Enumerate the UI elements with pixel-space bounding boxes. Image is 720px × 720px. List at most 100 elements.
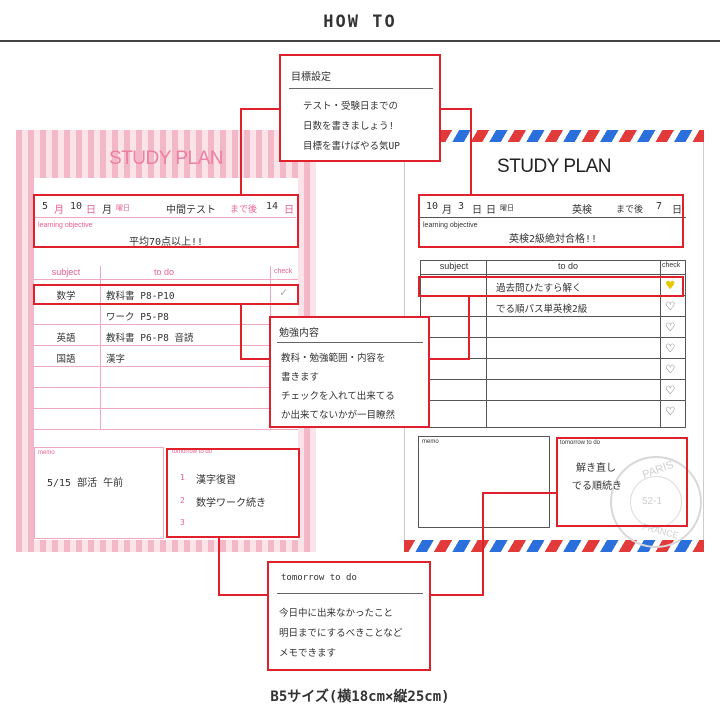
page-title: HOW TO: [323, 12, 397, 32]
pink-col-divider: [100, 266, 101, 430]
row-subject: 英語: [56, 333, 76, 344]
pink-days: 14: [266, 201, 279, 212]
tomorrow-num: 1: [180, 473, 185, 482]
airmail-col-divider: [486, 260, 487, 428]
pink-until: まで後: [230, 205, 258, 215]
tomorrow-item: 漢字復習: [196, 475, 236, 486]
callout-rule: [277, 593, 423, 594]
airmail-table-row: [420, 338, 686, 359]
row-todo: でる順パス単英検2級: [496, 304, 588, 315]
airmail-tomorrow-box: tomorrow to do: [556, 436, 688, 528]
pink-date-row: 5 月 10 日 月 曜日 中間テスト まで後 14 日: [34, 196, 296, 218]
airmail-sheet-title: STUDY PLAN: [497, 156, 611, 177]
tomorrow-num: 3: [180, 518, 185, 527]
pink-table-row: [34, 388, 298, 409]
pink-weekday: 月: [102, 205, 112, 216]
pink-table-row: [34, 409, 298, 430]
connector-line: [482, 492, 556, 494]
airmail-objective-label: learning objective: [423, 222, 478, 229]
heart-check-icon: ♡: [666, 362, 675, 378]
airmail-memo-label: memo: [422, 439, 439, 445]
pink-col-subject: subject: [51, 267, 81, 277]
connector-line: [482, 492, 484, 596]
airmail-objective: 英検2級絶対合格!!: [508, 234, 598, 245]
airmail-tomorrow-label: tomorrow to do: [560, 440, 601, 446]
highlight-pink-goal: [33, 194, 299, 248]
highlight-airmail-study-row: [418, 276, 684, 297]
pink-table-row: [34, 367, 298, 388]
callout-goal-line: 目標を書けばやる気UP: [303, 141, 400, 152]
pink-col-todo: to do: [154, 267, 175, 277]
connector-line: [430, 594, 484, 596]
pink-month-unit: 月: [54, 205, 64, 216]
connector-line: [218, 594, 268, 596]
stamp-inner-ring: [630, 476, 682, 528]
pink-table-row: ワーク P5-P8: [34, 304, 298, 325]
row-todo: 教科書 P6-P8 音読: [106, 333, 194, 344]
heart-check-icon: ♡: [666, 383, 675, 399]
heart-check-icon: ♡: [666, 299, 675, 315]
connector-line: [440, 108, 472, 110]
heart-check-icon-filled: ♥: [666, 278, 675, 294]
pink-table-row: 国語 漢字: [34, 346, 298, 367]
row-subject: 国語: [56, 354, 76, 365]
callout-study-line: か出来てないかが一目瞭然: [281, 410, 396, 421]
heart-check-icon: ♡: [666, 320, 675, 336]
tomorrow-item: 数学ワーク続き: [196, 498, 266, 509]
airmail-col-divider: [660, 260, 661, 428]
airmail-col-todo: to do: [558, 261, 579, 271]
tomorrow-num: 2: [180, 496, 185, 505]
airmail-days: 7: [656, 201, 663, 212]
airmail-memo-box: memo: [418, 436, 550, 528]
callout-tomorrow-title: tomorrow to do: [281, 573, 357, 583]
airmail-table-header: subject to do check: [420, 260, 686, 275]
callout-goal-line: 日数を書きましょう!: [303, 121, 395, 132]
callout-study: 勉強内容 教科・勉強範囲・内容を 書きます チェックを入れて出来てる か出来てな…: [269, 316, 430, 428]
callout-goal-line: テスト・受験日までの: [303, 101, 399, 112]
airmail-border-bottom: [404, 540, 704, 552]
callout-rule: [289, 88, 433, 89]
airmail-table-row: でる順パス単英検2級: [420, 296, 686, 317]
pink-event: 中間テスト: [166, 205, 216, 216]
pink-tomorrow-label: tomorrow to do: [172, 449, 213, 455]
pink-memo-box: memo 5/15 部活 午前: [34, 447, 164, 539]
connector-line: [468, 296, 470, 360]
connector-line: [240, 358, 270, 360]
connector-line: [218, 538, 220, 596]
airmail-day-unit: 日: [472, 205, 482, 216]
highlight-airmail-goal: [418, 194, 684, 248]
row-subject: 数学: [56, 291, 76, 302]
callout-study-line: チェックを入れて出来てる: [281, 391, 395, 402]
pink-days-unit: 日: [284, 205, 294, 216]
pink-month: 5: [42, 201, 49, 212]
airmail-weekday-unit: 曜日: [500, 204, 514, 212]
paris-postmark-stamp: PARIS 52-1 FRANCE: [610, 456, 702, 548]
pink-objective: 平均70点以上!!: [128, 237, 204, 248]
airmail-weekday: 日: [486, 205, 496, 216]
airmail-table-row: [420, 317, 686, 338]
header-divider: [0, 40, 720, 42]
pink-day-unit: 日: [86, 205, 96, 216]
check-mark-icon: ✓: [280, 285, 288, 299]
callout-tomorrow-line: 今日中に出来なかったこと: [279, 608, 394, 619]
callout-goal-title: 目標設定: [291, 72, 331, 83]
callout-goal: 目標設定 テスト・受験日までの 日数を書きましょう! 目標を書けばやる気UP: [279, 54, 441, 162]
pink-weekday-unit: 曜日: [116, 204, 130, 212]
callout-tomorrow-line: 明日までにするべきことなど: [279, 628, 403, 639]
callout-study-line: 教科・勉強範囲・内容を: [281, 353, 386, 364]
connector-line: [240, 108, 242, 196]
airmail-month: 10: [426, 201, 439, 212]
pink-col-check: check: [274, 268, 293, 275]
airmail-day: 3: [458, 201, 465, 212]
airmail-table-row: [420, 359, 686, 380]
row-todo: ワーク P5-P8: [106, 312, 169, 323]
tomorrow-item: 解き直し: [576, 463, 616, 474]
airmail-border-top: [404, 130, 704, 142]
row-todo: 教科書 P8-P10: [106, 291, 175, 302]
connector-line: [240, 108, 280, 110]
connector-line: [430, 358, 470, 360]
airmail-col-subject: subject: [439, 261, 469, 271]
heart-check-icon: ♡: [666, 404, 675, 420]
pink-table-row: 英語 教科書 P6-P8 音読: [34, 325, 298, 346]
callout-tomorrow-line: メモできます: [279, 648, 337, 659]
